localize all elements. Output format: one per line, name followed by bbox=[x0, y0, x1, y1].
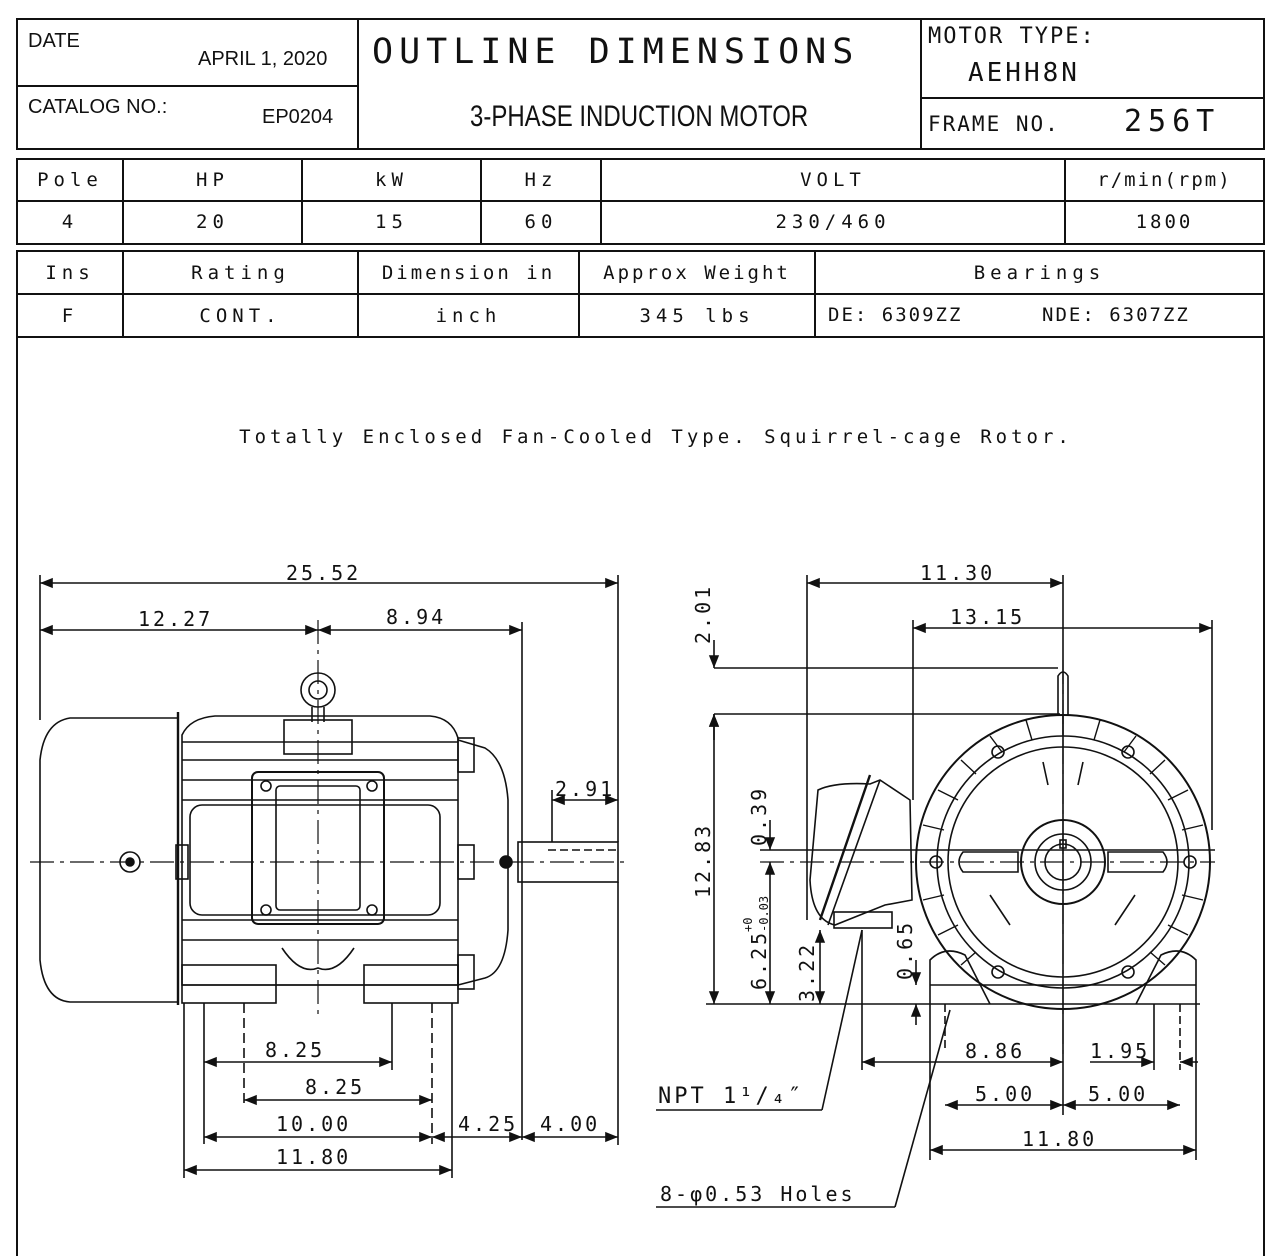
header-dimension: Dimension in bbox=[381, 261, 556, 284]
header-divider bbox=[920, 97, 1265, 99]
value-ins: F bbox=[61, 304, 79, 327]
value-hp: 20 bbox=[196, 211, 229, 233]
header-block bbox=[16, 18, 1265, 150]
dim-shaft-length: 2.91 bbox=[555, 777, 615, 801]
value-kw: 15 bbox=[375, 211, 408, 233]
motor-description: Totally Enclosed Fan-Cooled Type. Squirr… bbox=[239, 426, 1073, 448]
header-bearings: Bearings bbox=[973, 261, 1106, 284]
dim-foot-base: 10.00 bbox=[276, 1112, 351, 1136]
table-divider bbox=[122, 158, 124, 245]
dim-top: 2.01 bbox=[691, 584, 715, 644]
motor-type-label: MOTOR TYPE: bbox=[928, 24, 1096, 49]
table-divider bbox=[122, 250, 124, 338]
dim-foot-span-inner: 8.25 bbox=[265, 1038, 325, 1062]
header-divider bbox=[16, 85, 358, 87]
header-rating: Rating bbox=[191, 261, 290, 284]
dim-foot-total-side: 11.80 bbox=[276, 1145, 351, 1169]
value-bearing-nde: NDE: 6307ZZ bbox=[1042, 304, 1190, 326]
dim-886: 8.86 bbox=[965, 1039, 1025, 1063]
frame-label: FRAME NO. bbox=[928, 112, 1060, 136]
dim-width-b: 13.15 bbox=[950, 605, 1025, 629]
page-subtitle: 3-PHASE INDUCTION MOTOR bbox=[470, 100, 809, 133]
page-title: OUTLINE DIMENSIONS bbox=[372, 32, 860, 72]
dim-fan-end: 12.27 bbox=[138, 607, 213, 631]
catalog-label: CATALOG NO.: bbox=[28, 96, 168, 118]
table-divider bbox=[600, 158, 602, 245]
header-hz: Hz bbox=[524, 169, 558, 191]
dim-039: 0.39 bbox=[747, 786, 771, 846]
dim-foot-total-end: 11.80 bbox=[1022, 1127, 1097, 1151]
value-dimension: inch bbox=[435, 304, 502, 327]
value-bearing-de: DE: 6309ZZ bbox=[828, 304, 963, 326]
table-divider bbox=[480, 158, 482, 245]
dim-shaft-height: 6.25 bbox=[747, 930, 771, 990]
table-divider bbox=[301, 158, 303, 245]
dim-foot-half-left: 5.00 bbox=[975, 1082, 1035, 1106]
value-rating: CONT. bbox=[199, 304, 282, 327]
table-divider bbox=[1064, 158, 1066, 245]
header-volt: VOLT bbox=[800, 169, 866, 191]
value-weight: 345 lbs bbox=[639, 304, 755, 327]
dim-065: 0.65 bbox=[893, 920, 917, 980]
conduit-label: NPT 1¹/₄″ bbox=[658, 1084, 804, 1109]
motor-type-value: AEHH8N bbox=[968, 58, 1080, 88]
frame-value: 256T bbox=[1124, 104, 1221, 139]
table-divider bbox=[357, 250, 359, 338]
header-divider bbox=[357, 18, 359, 150]
dim-shaft-end: 8.94 bbox=[386, 605, 446, 629]
end-view bbox=[656, 575, 1215, 1208]
catalog-value: EP0204 bbox=[262, 106, 334, 128]
dim-shaft-ext-b: 4.00 bbox=[540, 1112, 600, 1136]
dim-shaft-ext-a: 4.25 bbox=[458, 1112, 518, 1136]
table-divider bbox=[16, 293, 1265, 295]
side-view bbox=[30, 575, 630, 1178]
dim-322: 3.22 bbox=[795, 942, 819, 1002]
value-pole: 4 bbox=[61, 211, 79, 233]
date-label: DATE bbox=[28, 30, 80, 52]
header-rpm: r/min(rpm) bbox=[1097, 169, 1232, 191]
dim-height-total: 12.83 bbox=[691, 823, 715, 898]
date-value: APRIL 1, 2020 bbox=[198, 48, 328, 70]
header-ins: Ins bbox=[45, 261, 95, 284]
dim-shaft-tol-plus: +0 bbox=[741, 918, 755, 932]
table-divider bbox=[16, 200, 1265, 202]
value-hz: 60 bbox=[524, 211, 558, 233]
table-divider bbox=[578, 250, 580, 338]
dim-width-a: 11.30 bbox=[920, 561, 995, 585]
value-volt: 230/460 bbox=[775, 211, 891, 233]
header-weight: Approx Weight bbox=[603, 261, 791, 284]
header-divider bbox=[920, 18, 922, 150]
header-kw: kW bbox=[375, 169, 408, 191]
dim-shaft-tol-minus: -0.03 bbox=[757, 896, 771, 932]
table-divider bbox=[814, 250, 816, 338]
drawing-frame bbox=[16, 336, 1265, 1256]
value-rpm: 1800 bbox=[1135, 211, 1194, 233]
header-hp: HP bbox=[196, 169, 229, 191]
dim-foot-half-right: 5.00 bbox=[1088, 1082, 1148, 1106]
dim-overall-length: 25.52 bbox=[286, 561, 361, 585]
dim-195: 1.95 bbox=[1090, 1039, 1150, 1063]
dim-foot-span-outer: 8.25 bbox=[305, 1075, 365, 1099]
header-pole: Pole bbox=[37, 169, 103, 191]
holes-label: 8-φ0.53 Holes bbox=[660, 1182, 856, 1206]
